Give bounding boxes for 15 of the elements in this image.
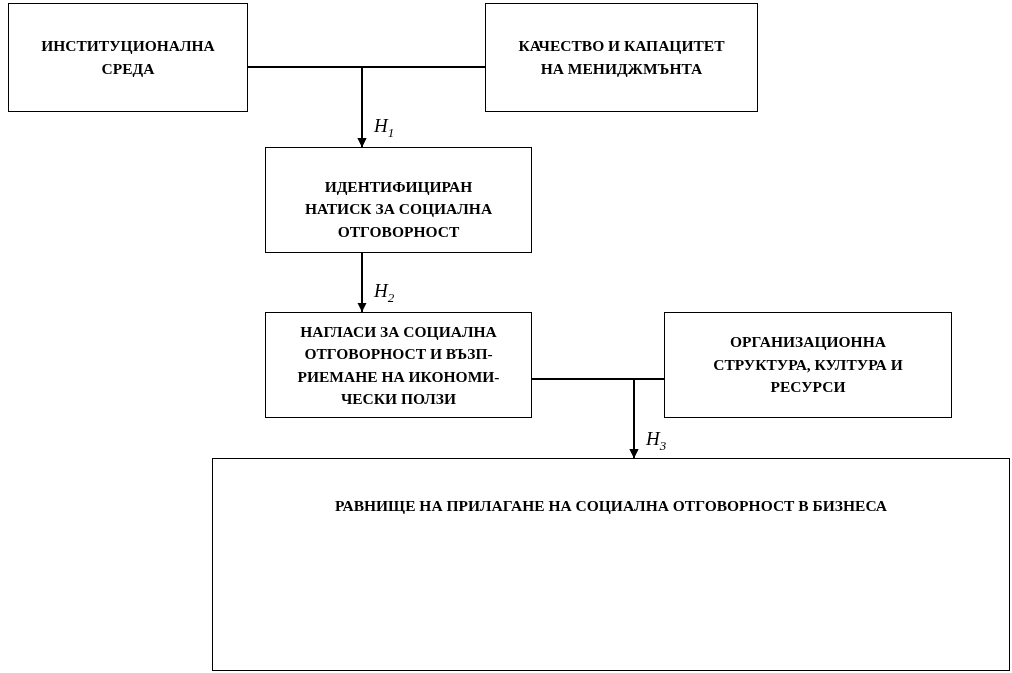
- arrow: [357, 252, 367, 313]
- box-text: ИДЕНТИФИЦИРАН НАТИСК ЗА СОЦИАЛНА ОТГОВОРНОСТ: [303, 177, 494, 242]
- text-box: [265, 147, 532, 253]
- text-box: [664, 312, 952, 418]
- text-box: [8, 3, 248, 112]
- box-text: КАЧЕСТВО И КАПАЦИТЕТ НА МЕНИДЖМЪНТА: [517, 36, 726, 79]
- box-text: ОРГАНИЗАЦИОННА СТРУКТУРА, КУЛТУРА И РЕСУРСИ: [712, 332, 904, 398]
- arrow: [357, 66, 486, 148]
- box-text: ИНСТИТУЦИОНАЛНА СРЕДА: [40, 36, 216, 79]
- text-box: [265, 312, 532, 418]
- text-box: [212, 458, 1010, 671]
- box-text: РАВНИЩЕ НА ПРИЛАГАНЕ НА СОЦИАЛНА ОТГОВОРНОСТ В БИЗНЕСА: [335, 496, 887, 516]
- arrow: [629, 378, 665, 459]
- box-text: НАГЛАСИ ЗА СОЦИАЛНА ОТГОВОРНОСТ И ВЪЗП- РИЕМАНЕ НА ИКОНОМИ- ЧЕСКИ ПОЛЗИ: [296, 322, 501, 410]
- text-box: [485, 3, 758, 112]
